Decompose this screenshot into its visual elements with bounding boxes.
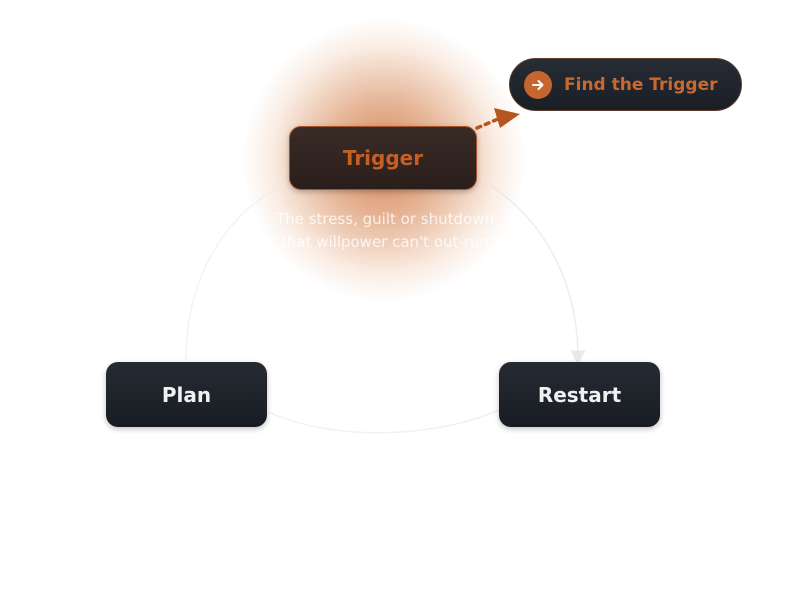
trigger-description: The stress, guilt or shutdown that willp…	[255, 208, 515, 254]
cta-pointer-line	[475, 117, 500, 130]
node-trigger-label: Trigger	[342, 146, 424, 170]
trigger-description-line-1: The stress, guilt or shutdown	[276, 210, 494, 228]
connector-restart-to-plan	[267, 409, 500, 434]
trigger-description-line-2: that willpower can't out-run	[280, 233, 489, 251]
cta-pointer-arrowhead	[494, 108, 520, 128]
find-the-trigger-label: Find the Trigger	[564, 74, 718, 95]
node-plan-label: Plan	[161, 382, 212, 407]
connector-trigger-to-restart	[489, 184, 586, 366]
node-plan[interactable]: Plan	[106, 362, 267, 427]
node-restart[interactable]: Restart	[499, 362, 660, 427]
node-trigger[interactable]: Trigger	[289, 126, 477, 190]
find-the-trigger-button[interactable]: Find the Trigger	[509, 58, 742, 111]
arrow-right-circle-icon	[524, 70, 552, 99]
node-restart-label: Restart	[537, 382, 622, 407]
connector-plan-to-trigger	[185, 181, 289, 361]
